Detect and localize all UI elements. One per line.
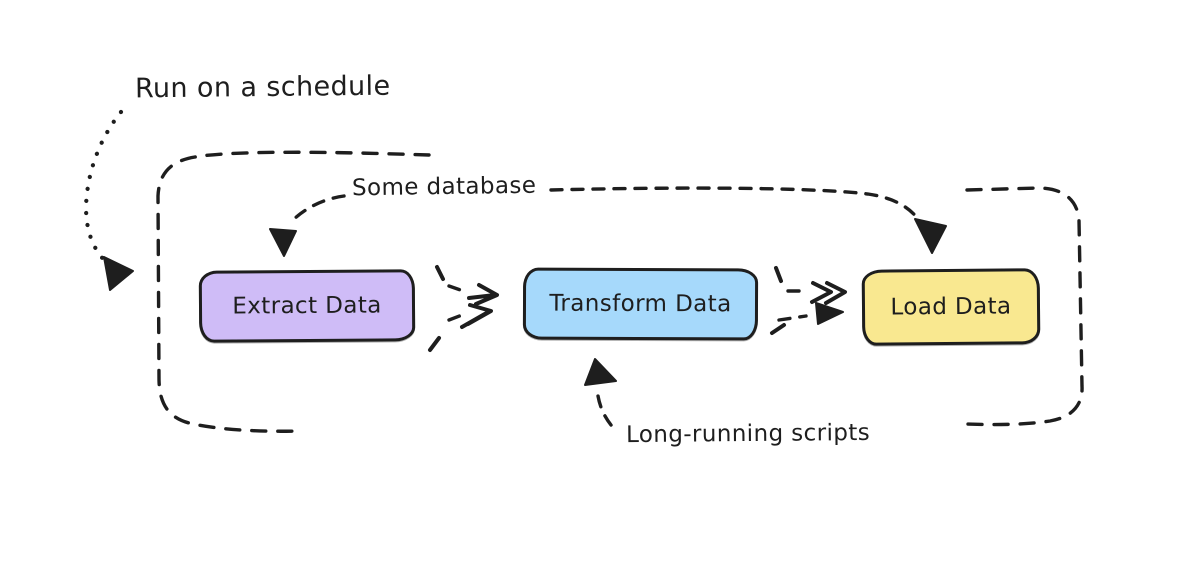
transform-to-load-arrows (770, 266, 847, 335)
extract-to-transform-arrows (428, 265, 499, 352)
upper-arrowhead-icon (467, 283, 499, 306)
database-to-extract-arrow (287, 194, 346, 226)
lower-arrowhead-icon (460, 303, 493, 329)
node-extract-label: Extract Data (232, 292, 382, 320)
scripts-to-transform-arrow (596, 394, 613, 427)
lower-arrow-line (777, 314, 808, 322)
upper-arrow-line (447, 284, 468, 294)
database-to-load-arrow (549, 186, 923, 225)
stray-dash (435, 265, 445, 281)
scripts-to-transform-arrowhead-icon (584, 358, 617, 386)
database-annotation: Some database (351, 172, 537, 202)
schedule-loop-right (964, 186, 1084, 427)
lower-arrowhead-icon (815, 302, 844, 325)
stray-dash (428, 336, 441, 352)
stray-dash (770, 323, 786, 335)
database-to-load-arrowhead-icon (914, 218, 947, 254)
schedule-annotation: Run on a schedule (134, 70, 391, 105)
schedule-arrow-dotted-line (83, 109, 124, 265)
upper-double-chevron-icon (810, 281, 847, 305)
node-load-data: Load Data (861, 268, 1041, 346)
node-load-label: Load Data (890, 293, 1012, 321)
stray-dash (774, 266, 783, 283)
scripts-annotation: Long-running scripts (625, 419, 871, 449)
node-transform-label: Transform Data (549, 290, 732, 318)
lower-arrow-line (447, 313, 464, 322)
node-extract-data: Extract Data (198, 269, 416, 343)
node-transform-data: Transform Data (522, 267, 759, 341)
schedule-arrowhead-icon (103, 256, 134, 291)
schedule-loop-left (156, 150, 431, 433)
database-to-extract-arrowhead-icon (269, 228, 297, 257)
